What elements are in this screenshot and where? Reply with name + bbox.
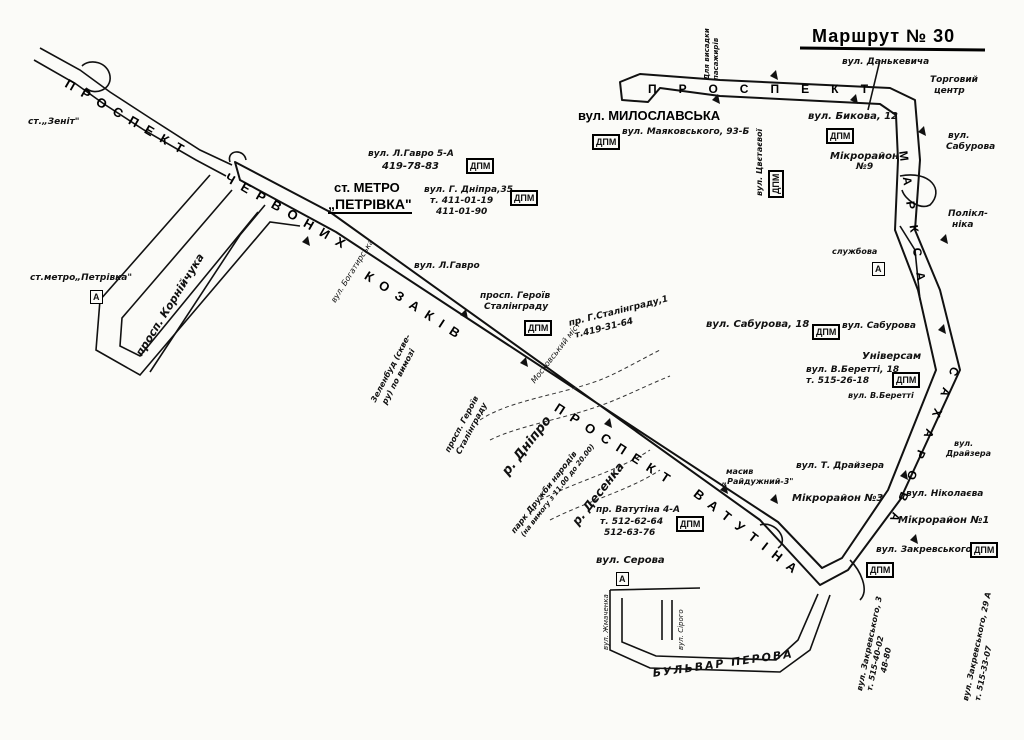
street-zhmachenka: вул. Жмаченка [602, 594, 610, 650]
stop-mikro9-1: Мікрорайон [830, 151, 899, 162]
box-dpm-vatutina: ДПМ [676, 516, 705, 532]
stop-saburova18: вул. Сабурова, 18 [706, 319, 810, 330]
map-title: Маршрут № 30 [812, 26, 956, 46]
box-dpm-mazk: ДПМ [592, 134, 621, 150]
stop-beretti18: вул. В.Беретті, 18 [806, 365, 900, 375]
stop-saburova-r2: Сабурова [946, 142, 996, 152]
box-a-left: А [90, 290, 103, 304]
stop-beretti: вул. В.Беретті [848, 391, 914, 400]
stop-draizera-r2: Драйзера [946, 449, 992, 458]
title-underline [799, 46, 986, 52]
label-poliklinika-1: Полікл- [948, 209, 988, 219]
stop-saburova-r1: вул. [948, 131, 970, 141]
label-st-zenit: ст.„Зеніт" [28, 117, 80, 127]
label-poliklinika-2: ніка [952, 220, 974, 230]
roads [33, 47, 937, 673]
stop-danky: вул. Данькевича [842, 57, 930, 67]
stop-mikro3: Мікрорайон №3 [792, 493, 884, 504]
stop-dlia-2: пасажирів [712, 37, 720, 80]
box-a-serova: А [616, 572, 629, 586]
label-torh-1: Торговий [930, 75, 978, 85]
label-metro-main-2: „ПЕТРІВКА" [328, 196, 412, 214]
stop-heroiv-2: Сталінграду [484, 302, 549, 312]
street-prospekt-top: ПРОСПЕКТ [648, 82, 891, 96]
label-metro-petrivka-left: ст.метро„Петрівка" [30, 273, 133, 283]
rivers [479, 349, 671, 521]
stop-vatutina4a-tel2: 512-63-76 [604, 528, 656, 538]
box-a-sluzhbova: А [872, 262, 885, 276]
stop-dlia-1: Для висадки [703, 28, 711, 80]
stop-mikro1: Мікрорайон №1 [898, 515, 990, 526]
box-dpm-tsvetaevoi: ДПМ [768, 169, 784, 198]
stop-zakrevskoho: вул. Закревського [876, 545, 972, 555]
label-universam: Універсам [862, 351, 922, 362]
stop-draizera-mid: вул. Т. Драйзера [796, 461, 885, 471]
stop-tsvetaevoi: вул. Цвєтаєвої [755, 128, 764, 196]
stop-beretti18-tel: т. 515-26-18 [806, 376, 870, 386]
stop-l-havro: вул. Л.Гавро [414, 261, 480, 271]
stop-vatutina4a: пр. Ватутіна 4-А [596, 505, 680, 515]
box-dpm-havro: ДПМ [466, 158, 495, 174]
stop-serova: вул. Серова [596, 555, 665, 566]
stop-saburova-mid: вул. Сабурова [842, 321, 916, 331]
box-dpm-heroiv: ДПМ [524, 320, 553, 336]
stop-mykolaieva: вул. Ніколаєва [906, 489, 984, 499]
stop-heroiv-1: просп. Героїв [480, 291, 551, 301]
label-vul-milos: вул. МИЛОСЛАВСЬКА [578, 108, 721, 123]
label-torh-2: центр [934, 86, 965, 96]
stop-draizera-r1: вул. [954, 439, 974, 448]
direction-arrows [302, 70, 948, 544]
stop-mazk: вул. Маяковського, 93-Б [622, 127, 750, 137]
box-dpm-bykova: ДПМ [826, 128, 855, 144]
stop-havro5a-tel: 419-78-83 [382, 161, 440, 172]
stop-mikro9-2: №9 [856, 162, 874, 172]
stop-bykova: вул. Бикова, 12 [808, 111, 899, 122]
stop-dnipra35: вул. Г. Дніпра,35 [424, 185, 513, 195]
stop-raiduzhnyi-2: „Райдужний-3" [722, 477, 794, 486]
stop-havro5a: вул. Л.Гавро 5-А [368, 149, 454, 159]
box-dpm-zakr-right: ДПМ [970, 542, 999, 558]
label-sluzhbova: службова [832, 247, 878, 256]
route-path [234, 73, 961, 586]
box-dpm-zakr: ДПМ [866, 562, 895, 578]
street-seroho: вул. Сірого [677, 609, 685, 650]
stop-vatutina4a-tel1: т. 512-62-64 [600, 517, 664, 527]
box-dpm-dnipra: ДПМ [510, 190, 539, 206]
box-dpm-saburova: ДПМ [812, 324, 841, 340]
box-dpm-beretti: ДПМ [892, 372, 921, 388]
label-metro-main-1: ст. МЕТРО [334, 180, 400, 195]
stop-dnipra35-tel1: т. 411-01-19 [430, 196, 494, 206]
stop-raiduzhnyi-1: масив [726, 467, 754, 476]
stop-dnipra35-tel2: 411-01-90 [436, 207, 488, 217]
